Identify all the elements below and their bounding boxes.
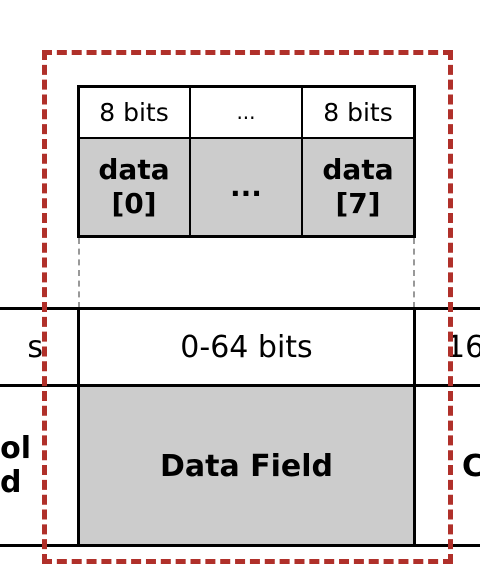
highlight-frame: [42, 50, 453, 564]
data-field-label: Data Field: [159, 448, 334, 484]
byte-table-divider-2: [301, 85, 303, 238]
byte-table-border-mid: [77, 137, 416, 139]
frame-size-cell-data: 0-64 bits: [78, 308, 415, 386]
byte-table-border-top: [77, 85, 416, 88]
frame-table-divider-right: [413, 307, 416, 547]
data-byte-label: ...: [230, 170, 262, 203]
frame-size-label: s: [27, 329, 43, 365]
byte-size-cell-2: 8 bits: [302, 86, 414, 138]
connector-left: [78, 238, 80, 308]
byte-table-border-bottom: [77, 235, 416, 238]
frame-table-border-mid: [0, 384, 480, 387]
data-byte-cell-0: data [0]: [78, 138, 190, 236]
byte-size-cell-1: ...: [190, 86, 302, 138]
frame-field-label: d: [0, 465, 22, 500]
frame-table-border-top: [0, 307, 480, 310]
data-byte-label: data: [98, 153, 170, 186]
byte-table-divider-1: [189, 85, 191, 238]
byte-size-label: 8 bits: [99, 97, 169, 127]
data-byte-index: [0]: [111, 187, 157, 220]
byte-size-cell-0: 8 bits: [78, 86, 190, 138]
byte-size-label: ...: [236, 100, 256, 124]
byte-table-border-right: [413, 85, 416, 238]
data-byte-label: data: [322, 153, 394, 186]
frame-field-cell-right: C: [416, 386, 480, 546]
frame-field-label: C: [462, 448, 480, 484]
frame-size-label: 0-64 bits: [180, 329, 313, 365]
frame-table-border-bottom: [0, 544, 480, 547]
frame-size-cell-left: s: [0, 308, 77, 386]
data-byte-cell-ellipsis: ...: [190, 138, 302, 236]
connector-right: [413, 238, 415, 308]
byte-table-border-left: [77, 85, 80, 238]
frame-field-label: ol: [0, 431, 31, 466]
data-byte-index: [7]: [335, 187, 381, 220]
byte-size-label: 8 bits: [323, 97, 393, 127]
frame-field-cell-left: ol d: [0, 386, 77, 546]
data-field-cell: Data Field: [78, 386, 415, 546]
data-byte-cell-7: data [7]: [302, 138, 414, 236]
frame-table-divider-left: [77, 307, 80, 547]
